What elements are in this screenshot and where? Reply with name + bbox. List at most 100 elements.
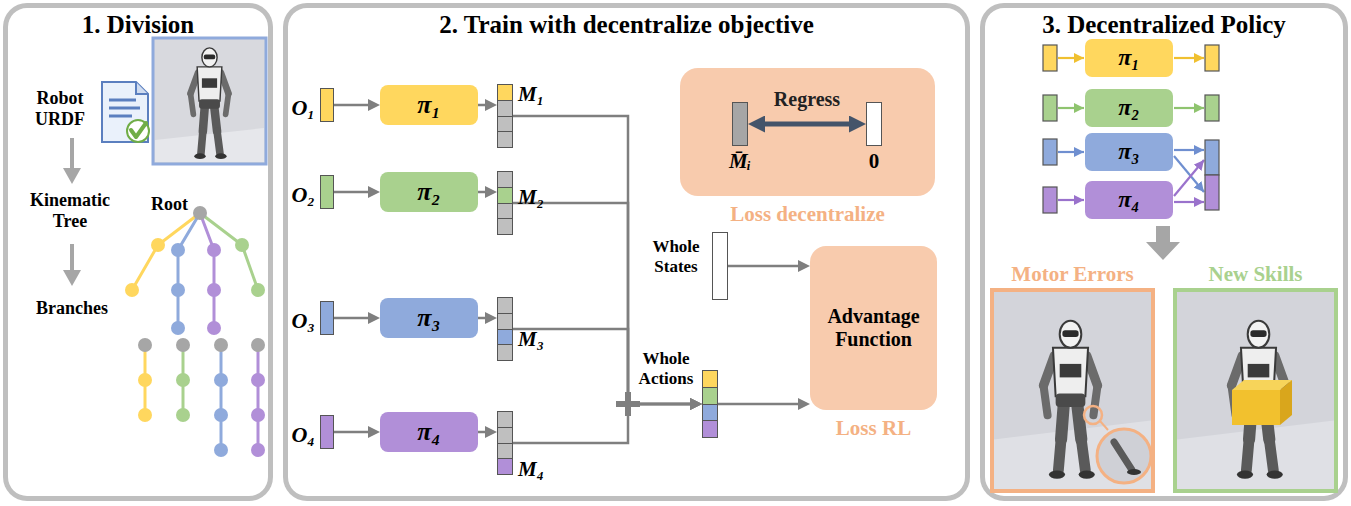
panel-title: 2. Train with decentralize objective — [283, 11, 970, 40]
motor-error-scene — [990, 288, 1155, 493]
tree-joint — [207, 243, 221, 257]
process-box: π₁ — [1085, 39, 1173, 77]
edge-label: Regress — [774, 88, 840, 111]
vector-bar: O₁ — [320, 88, 334, 122]
policy-arrow — [1174, 160, 1204, 196]
text-holder: New Skills — [1209, 262, 1303, 286]
document-icon — [127, 120, 149, 142]
kinematic-tree — [132, 213, 200, 290]
vector-bar: Whole Actions — [702, 370, 718, 438]
flow-arrow — [513, 116, 695, 404]
robot-picture — [191, 48, 229, 159]
process-arrow — [63, 168, 81, 184]
tree-joint — [125, 206, 265, 335]
output-vector — [1205, 45, 1219, 71]
branch-chain — [145, 345, 258, 450]
policy-arrow — [1058, 199, 1084, 201]
observation-label: O₁ — [285, 95, 315, 120]
motor-error-scene — [990, 420, 1155, 493]
text-holder: Robot URDF — [22, 88, 98, 129]
text-holder: M̄ᵢ — [729, 149, 751, 173]
mask-label: M₂ — [518, 185, 544, 209]
vector-cell — [321, 176, 333, 208]
part-label: Robot URDF — [22, 88, 98, 129]
output-vector — [1205, 175, 1219, 210]
output-vector — [1205, 45, 1219, 210]
policy-arrow — [1058, 151, 1084, 153]
vector-cell — [713, 233, 727, 299]
document-icon — [131, 123, 146, 137]
output-vector — [1205, 140, 1219, 175]
process-box: π₃ — [1085, 133, 1173, 171]
branch-joint — [176, 408, 190, 422]
text-holder: 1. Division — [3, 11, 273, 40]
vector-cell — [498, 203, 512, 219]
flow-arrow — [513, 329, 695, 404]
vector-cell — [321, 416, 333, 448]
vector-cell — [321, 302, 333, 334]
text-holder: 2. Train with decentralize objective — [283, 11, 970, 40]
branch-joint — [251, 408, 265, 422]
policy-label: π₂ — [417, 177, 440, 207]
text-holder: Regress — [774, 88, 840, 111]
vector-cell — [703, 387, 717, 404]
policy-arrow — [1058, 107, 1084, 109]
new-skill-scene — [1232, 390, 1280, 425]
vector-label: M̄ᵢ — [729, 149, 751, 173]
branch-joint — [214, 338, 228, 352]
policy-label: π₂ — [1118, 94, 1139, 122]
policy-arrow — [1174, 156, 1204, 192]
policy-label: π₄ — [1118, 186, 1139, 214]
vector-label: 0 — [869, 149, 880, 173]
flow-arrow — [728, 265, 803, 268]
vector-cell — [498, 298, 512, 313]
text-holder: Advantage Function — [810, 305, 937, 351]
observation-label: O₂ — [285, 182, 315, 207]
robot-picture — [153, 38, 266, 164]
policy-arrow — [1058, 57, 1084, 59]
branch-joint — [176, 373, 190, 387]
tree-joint — [207, 321, 221, 335]
text-holder: Root — [134, 194, 188, 215]
text-holder: M₃ — [518, 327, 544, 351]
document-icon — [109, 99, 136, 102]
branch-joint — [138, 338, 265, 457]
text-holder: O₃ — [285, 308, 315, 333]
vector-bar: O₂ — [320, 175, 334, 209]
policy-arrow — [1174, 107, 1204, 109]
tree-joint — [171, 321, 185, 335]
kinematic-tree — [200, 213, 258, 290]
mask-label: M₃ — [518, 327, 544, 351]
input-vector — [1043, 139, 1057, 165]
text-holder: M₁ — [518, 82, 544, 106]
vector-cell — [703, 404, 717, 421]
tree-joint — [193, 206, 207, 220]
vector-cell — [733, 103, 747, 145]
process-box: π₄ — [1085, 181, 1173, 219]
vector-label: Whole Actions — [635, 349, 697, 388]
image-frame: New Skills — [1173, 288, 1338, 493]
text-holder: π₄ — [1112, 186, 1145, 214]
flow-arrow — [478, 317, 490, 320]
vector-cell — [498, 116, 512, 132]
motor-error-scene — [1114, 442, 1132, 470]
vector-bar: M₂ — [497, 171, 513, 235]
tree-joint — [235, 238, 249, 252]
image-frame: Motor Errors — [990, 288, 1155, 493]
vector-bar: O₄ — [320, 415, 334, 449]
text-holder: π₂ — [1112, 94, 1145, 122]
text-holder: M₂ — [518, 185, 544, 209]
kinematic-tree — [200, 213, 214, 328]
vector-cell — [498, 100, 512, 116]
process-box: π₃ — [380, 298, 478, 338]
vector-cell — [498, 329, 512, 345]
policy-arrow — [1174, 57, 1204, 59]
flow-arrow — [334, 431, 373, 434]
vector-cell — [498, 187, 512, 203]
document-icon — [102, 82, 148, 142]
input-vector — [1043, 45, 1057, 71]
text-holder: O₂ — [285, 182, 315, 207]
panel: 3. Decentralized Policyπ₁π₂π₃π₄Motor Err… — [980, 3, 1348, 501]
text-holder: Kinematic Tree — [18, 190, 122, 231]
text-holder: π₃ — [411, 303, 446, 333]
